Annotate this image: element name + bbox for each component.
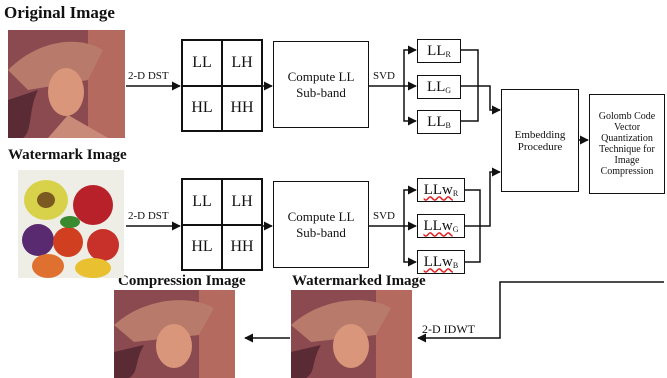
- compression-image-label: Compression Image: [118, 273, 246, 289]
- compute-ll-box-top: Compute LL Sub-band: [273, 41, 369, 128]
- subband-hl: HL: [182, 85, 222, 131]
- subband-lh: LH: [222, 179, 262, 225]
- compression-image: [114, 290, 235, 378]
- svd-top-label: SVD: [373, 70, 396, 82]
- subband-lh: LH: [222, 40, 262, 86]
- golomb-compression-box: Golomb Code Vector Quantization Techniqu…: [589, 94, 665, 194]
- dst-bottom-label: 2-D DST: [128, 210, 169, 222]
- original-image-label: Original Image: [4, 3, 115, 22]
- idwt-label: 2-D IDWT: [422, 322, 475, 336]
- subband-grid-top: LL LH HL HH: [181, 39, 263, 132]
- subband-grid-bottom: LL LH HL HH: [181, 178, 263, 271]
- watermarked-image: [291, 290, 412, 378]
- compute-ll-box-bottom: Compute LL Sub-band: [273, 181, 369, 268]
- svd-bottom-label: SVD: [373, 210, 396, 222]
- embedding-procedure-box: Embedding Procedure: [501, 89, 579, 192]
- dst-top-label: 2-D DST: [128, 70, 169, 82]
- lena-photo: [8, 30, 125, 138]
- watermarked-image-label: Watermarked Image: [292, 273, 426, 289]
- subband-hh: HH: [222, 224, 262, 270]
- subband-ll: LL: [182, 40, 222, 86]
- watermark-image-label: Watermark Image: [8, 147, 127, 163]
- fruit-photo: [18, 170, 124, 278]
- subband-ll: LL: [182, 179, 222, 225]
- subband-hh: HH: [222, 85, 262, 131]
- subband-hl: HL: [182, 224, 222, 270]
